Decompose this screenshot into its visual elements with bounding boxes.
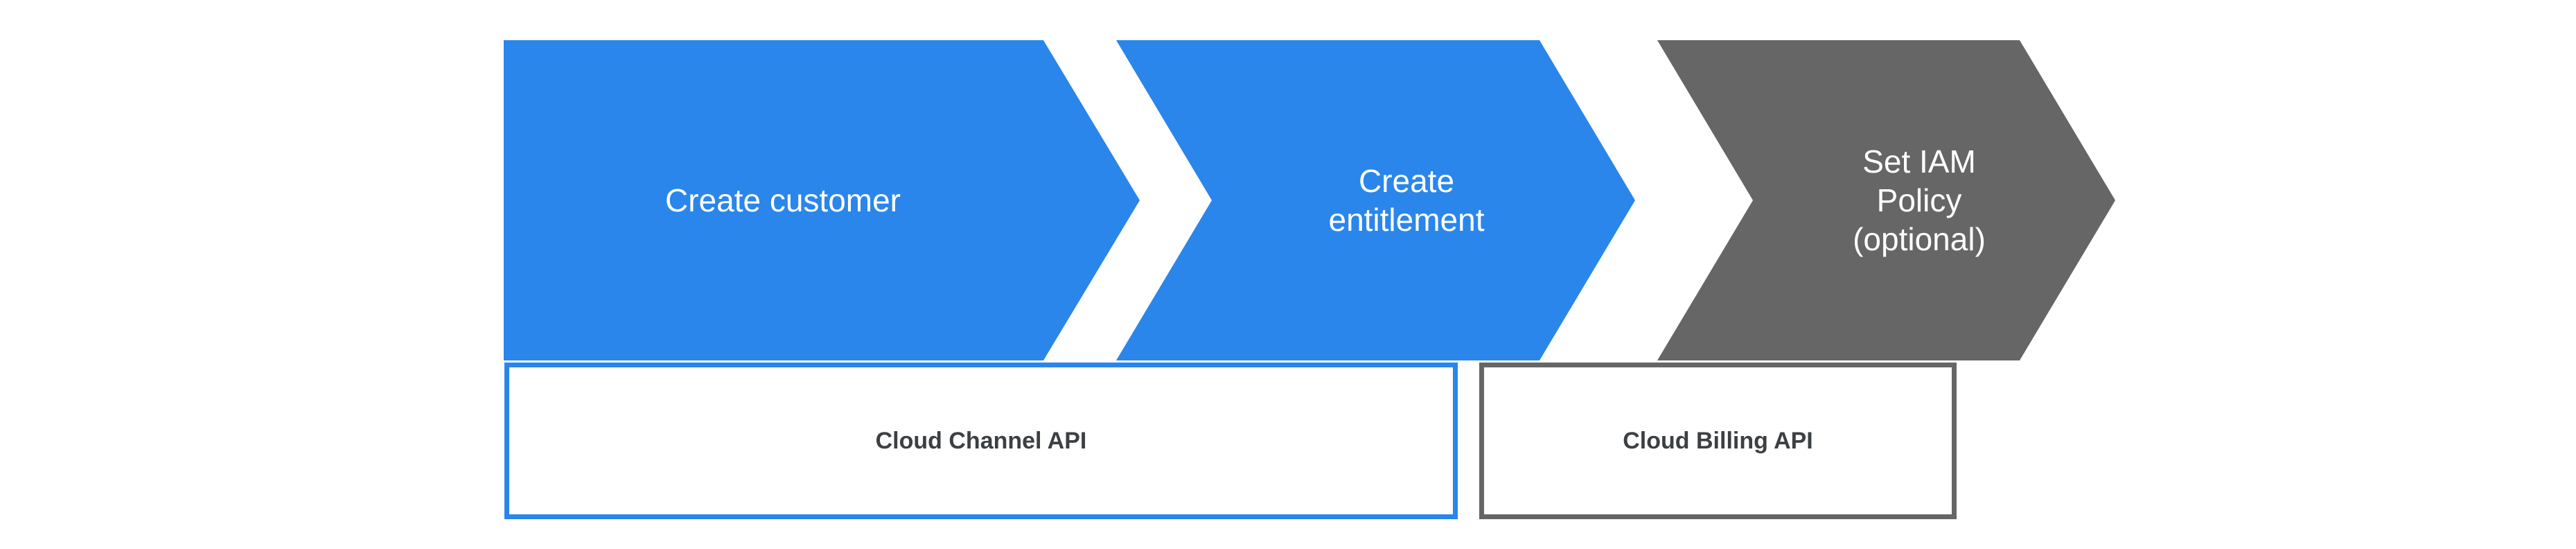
api-box-cloud-billing-api[interactable]: Cloud Billing API xyxy=(1479,363,1957,519)
chevron-set-iam-policy[interactable] xyxy=(1657,40,2115,360)
api-box-label-cloud-billing-api: Cloud Billing API xyxy=(1623,427,1813,454)
chevron-create-entitlement[interactable] xyxy=(1116,40,1635,360)
api-box-cloud-channel-api[interactable]: Cloud Channel API xyxy=(504,363,1458,519)
api-box-label-cloud-channel-api: Cloud Channel API xyxy=(875,427,1087,454)
chevron-create-customer[interactable] xyxy=(504,40,1140,360)
